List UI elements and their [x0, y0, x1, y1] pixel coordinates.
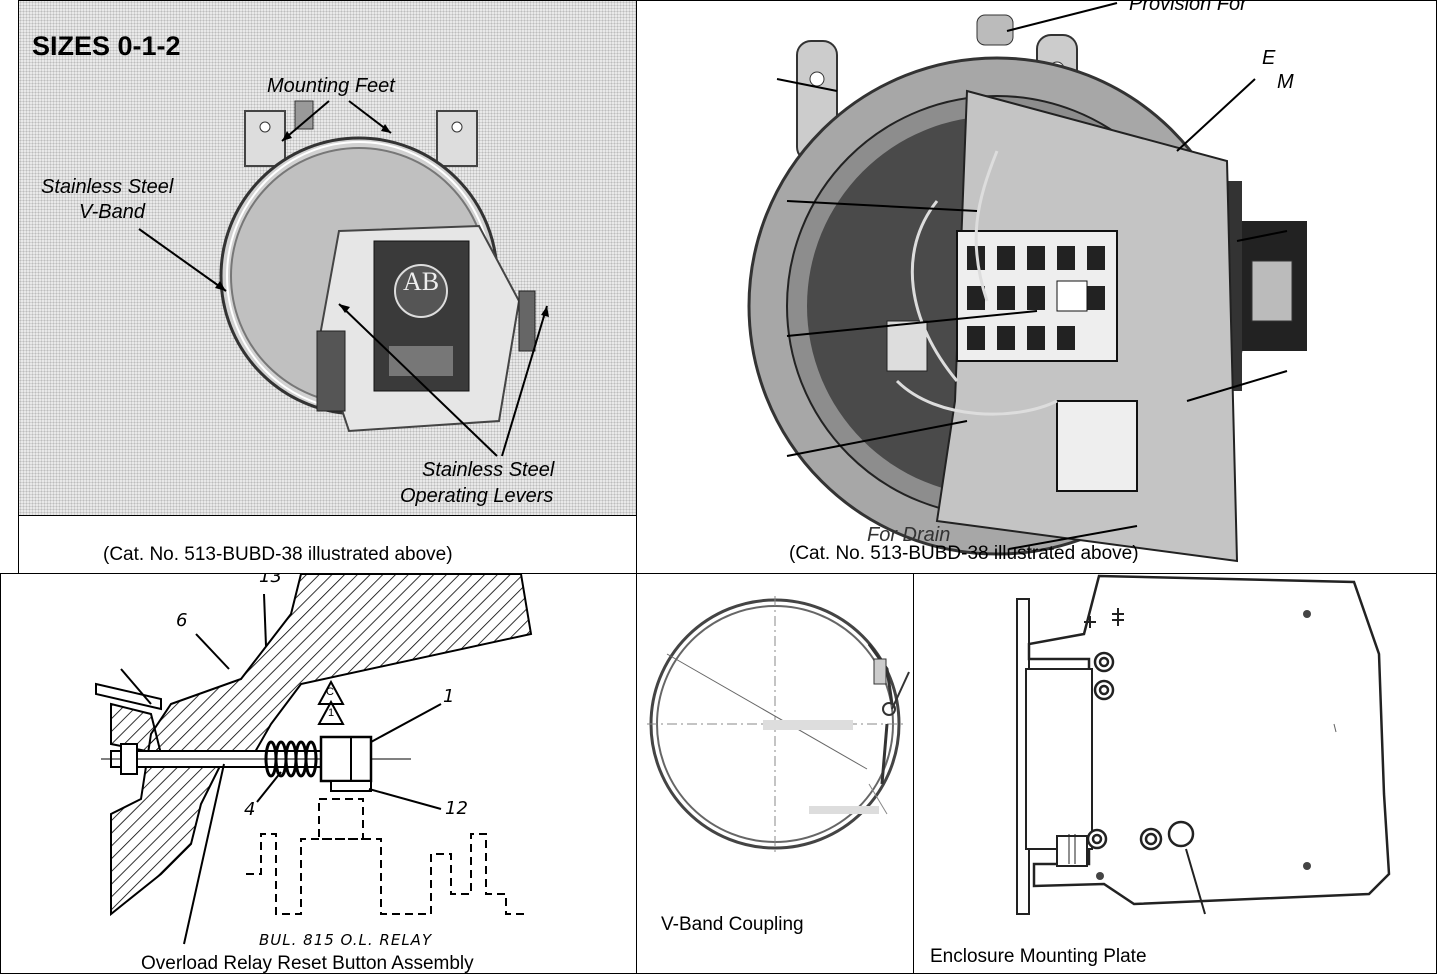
part-label-1: 1 [443, 686, 455, 707]
panel-open-enclosure: Provision For E M For Drain (Cat. No. 51… [636, 0, 1437, 574]
callout-v-band-line1: Stainless Steel [41, 176, 174, 198]
open-enclosure-photo [747, 2, 1307, 563]
callout-mounting-feet: Mounting Feet [267, 75, 395, 97]
smudged-dimension-text [763, 720, 853, 730]
part-label-13: 13 [259, 573, 282, 587]
caption-v-band: V-Band Coupling [661, 914, 804, 935]
caption-mounting-plate: Enclosure Mounting Plate [930, 946, 1147, 967]
callout-levers-line1: Stainless Steel [422, 459, 555, 481]
panel-sizes-0-1-2: SIZES 0-1-2 Mounting Feet Stainless Stee… [18, 0, 637, 574]
callout-levers-line2: Operating Levers [400, 485, 554, 507]
marker-c: C [326, 686, 334, 698]
panel-heading: SIZES 0-1-2 [32, 31, 181, 61]
callout-e-fragment: E [1262, 47, 1276, 69]
caption-top-right: (Cat. No. 513-BUBD-38 illustrated above) [789, 543, 1139, 564]
callout-m-fragment: M [1277, 71, 1294, 93]
callout-provision: Provision For [1129, 0, 1247, 15]
part-label-4: 4 [244, 799, 256, 820]
caption-overload-relay: Overload Relay Reset Button Assembly [141, 953, 474, 974]
callout-v-band-line2: V-Band [79, 201, 145, 223]
caption-top-left: (Cat. No. 513-BUBD-38 illustrated above) [103, 544, 453, 565]
smudged-note-text [809, 806, 879, 814]
panel-mounting-plate: Enclosure Mounting Plate [913, 573, 1437, 974]
caption-band [19, 515, 636, 573]
enclosure-photo [138, 100, 549, 457]
v-band-drawing [647, 596, 910, 854]
marker-1: 1 [328, 707, 335, 719]
panel-overload-relay: 13 6 1 12 4 C 1 BUL. 815 O.L. RELAY Over… [0, 573, 637, 974]
part-label-12: 12 [445, 798, 468, 819]
callout-drain: For Drain [867, 524, 951, 546]
relay-note: BUL. 815 O.L. RELAY [259, 931, 433, 949]
overload-relay-drawing [95, 574, 533, 945]
mounting-plate-drawing [1016, 574, 1391, 915]
panel-v-band-coupling: V-Band Coupling [636, 573, 914, 974]
part-label-6: 6 [176, 610, 188, 631]
ab-logo: AB [402, 267, 440, 296]
